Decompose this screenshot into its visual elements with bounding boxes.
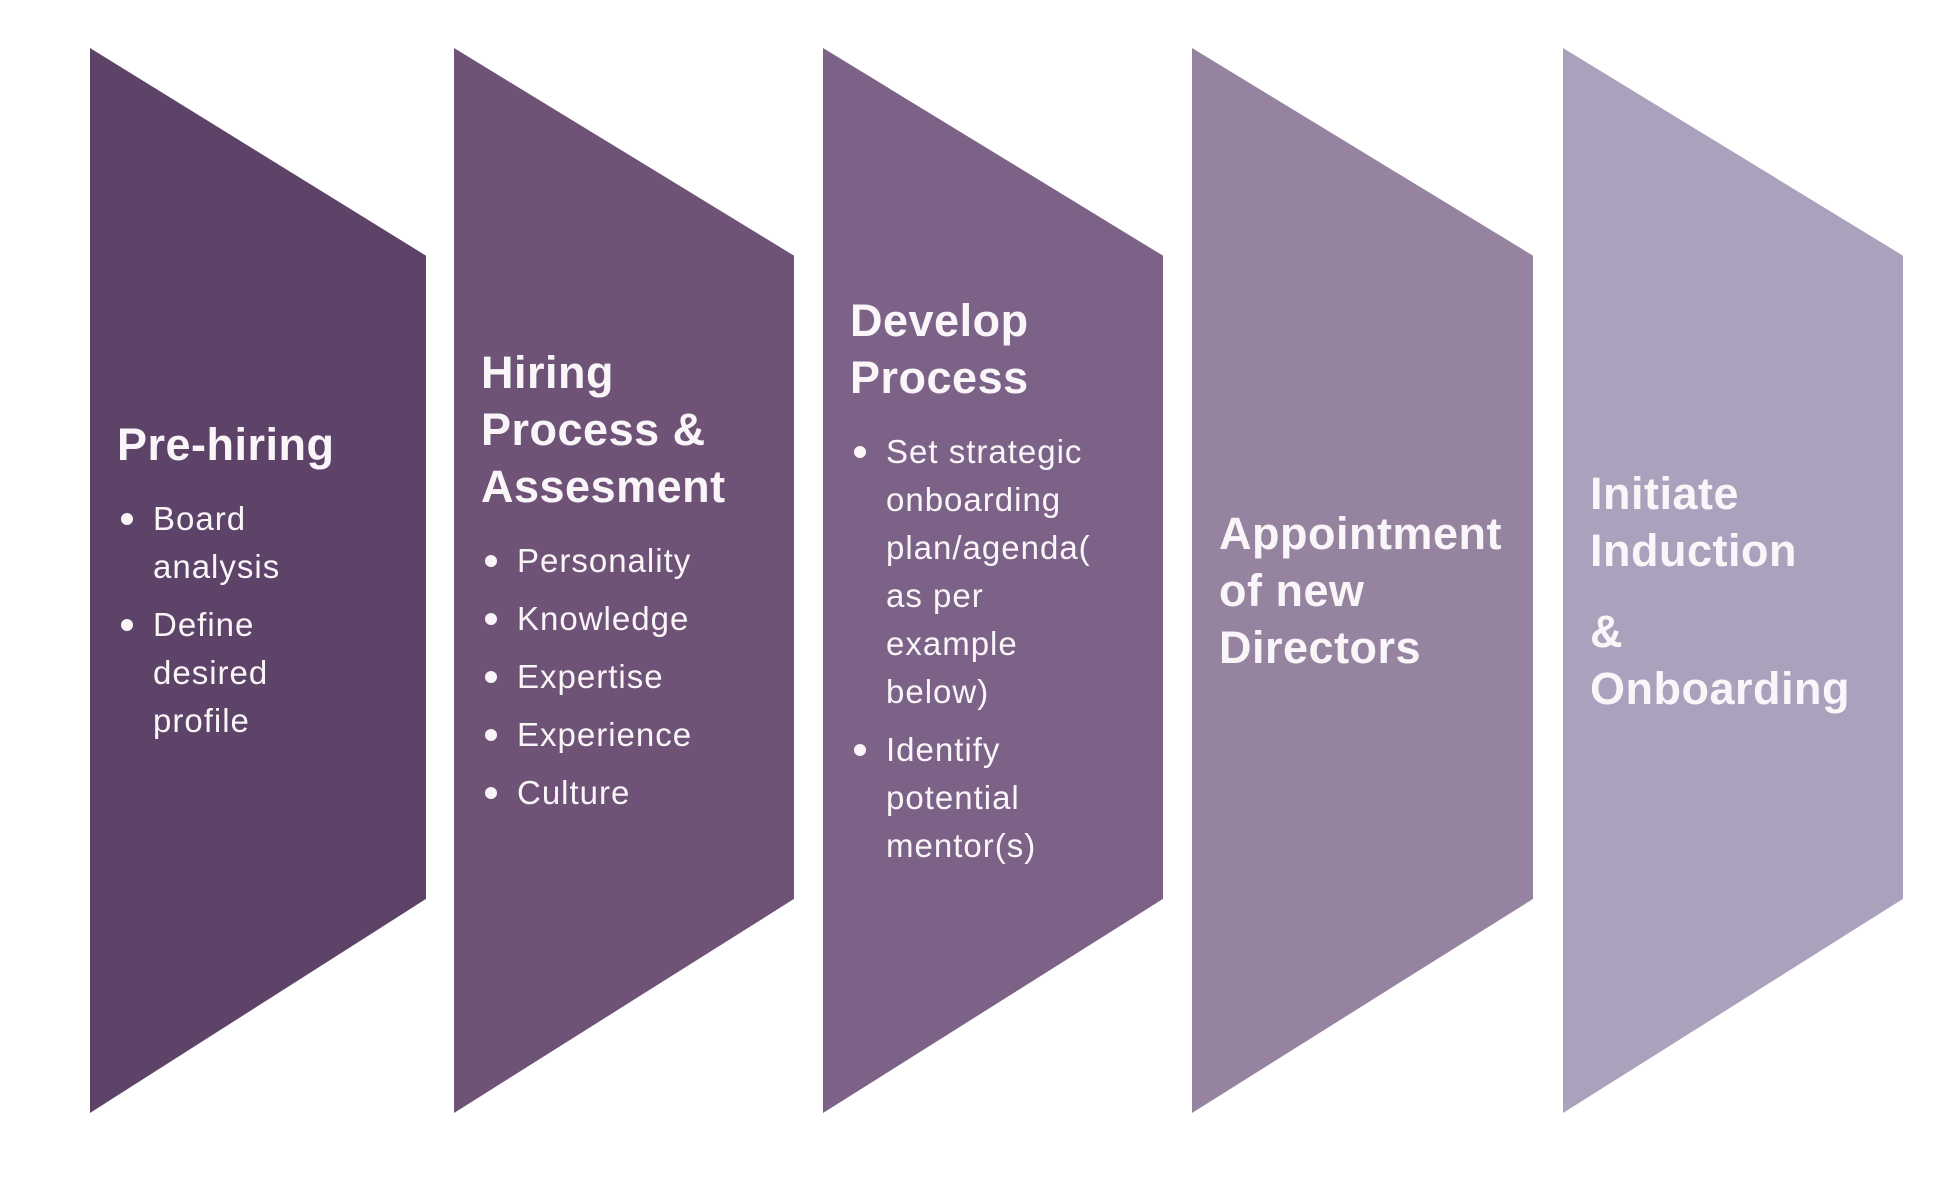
bullet-dot-icon: [854, 445, 866, 458]
step-title: Hiring Process & Assesment: [481, 347, 726, 512]
step-title: Pre-hiring: [117, 419, 335, 470]
flow-step-5: Initiate Induction & Onboarding: [1563, 48, 1903, 1113]
bullet-dot-icon: [485, 787, 497, 799]
flow-step-3: Develop Process Set strategic onboarding…: [823, 48, 1163, 1113]
step-bullet: Set strategic onboarding plan/agenda( as…: [850, 428, 1141, 716]
flow-step-4: Appointment of new Directors: [1192, 48, 1533, 1113]
flow-step-content: Appointment of new Directors: [1192, 58, 1533, 1113]
step-bullet: Expertise: [481, 653, 772, 701]
bullet-dot-icon: [485, 555, 497, 567]
step-bullet: Board analysis: [117, 495, 404, 591]
bullet-dot-icon: [854, 743, 866, 756]
step-title: Develop Process: [850, 294, 1029, 403]
bullet-dot-icon: [121, 619, 133, 631]
step-bullet: Define desired profile: [117, 601, 404, 745]
step-subtitle: & Onboarding: [1590, 605, 1850, 714]
step-title: Initiate Induction: [1590, 467, 1797, 576]
step-title: Appointment of new Directors: [1219, 508, 1502, 673]
bullet-dot-icon: [485, 671, 497, 683]
step-bullet: Culture: [481, 769, 772, 817]
bullet-dot-icon: [485, 613, 497, 625]
step-bullet: Identify potential mentor(s): [850, 726, 1141, 870]
flow-step-content: Develop Process Set strategic onboarding…: [823, 48, 1163, 1113]
step-bullet: Personality: [481, 537, 772, 585]
step-bullet: Experience: [481, 711, 772, 759]
flow-step-content: Initiate Induction & Onboarding: [1563, 58, 1903, 1113]
step-bullet-list: Set strategic onboarding plan/agenda( as…: [850, 428, 1141, 870]
bullet-dot-icon: [485, 729, 497, 741]
step-bullet: Knowledge: [481, 595, 772, 643]
bullet-dot-icon: [121, 513, 133, 525]
